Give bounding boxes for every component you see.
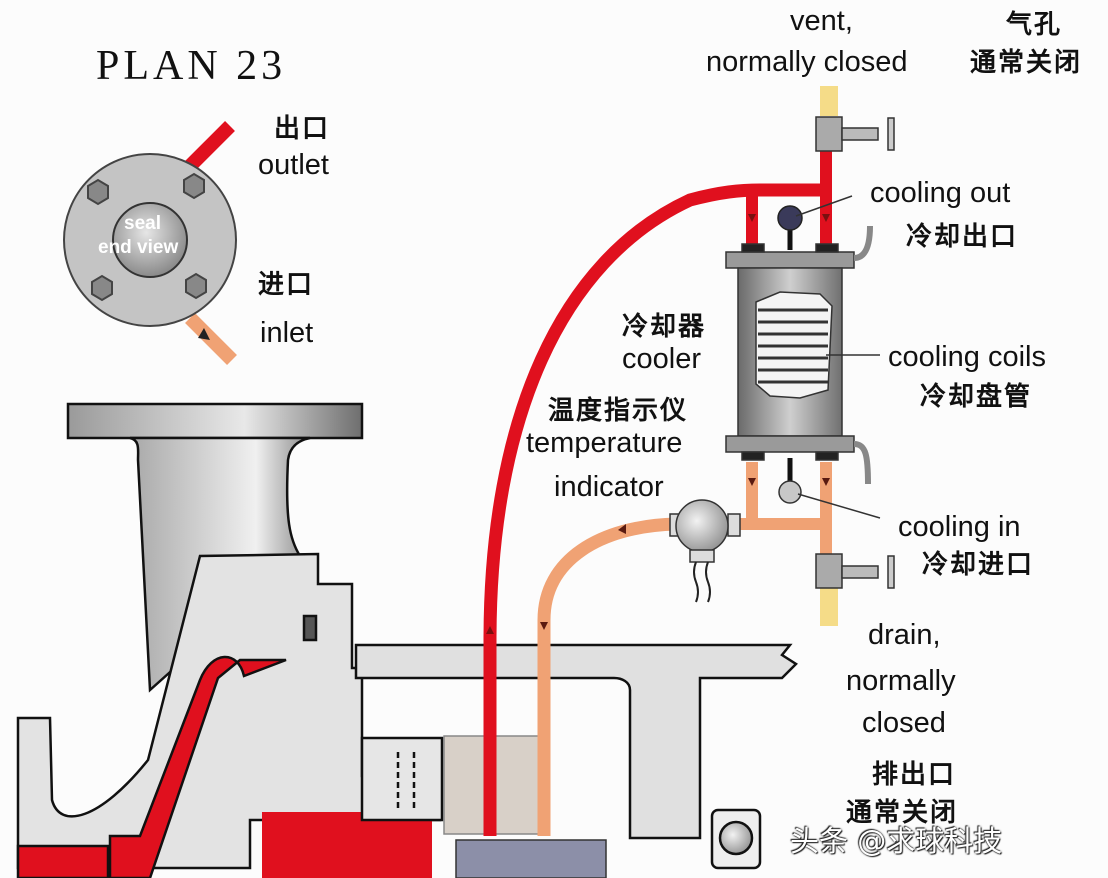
cooling-out-gauge-icon [777, 205, 803, 231]
vent-label-en-1: vent, [790, 5, 853, 37]
drain-valve-handle-icon [887, 555, 895, 589]
arrow-down-icon [748, 478, 756, 486]
pipe-fitting [815, 451, 839, 461]
impeller-red [108, 655, 287, 878]
temperature-indicator-label-zh: 温度指示仪 [548, 396, 689, 426]
vent-label-zh-1: 气孔 [1006, 10, 1063, 40]
pump-casing [16, 402, 442, 878]
temperature-indicator-label-en-1: temperature [526, 427, 683, 459]
pipe-fitting [815, 243, 839, 253]
cooler [725, 225, 873, 485]
vent-valve-stem [841, 127, 879, 141]
pipe-fitting [741, 451, 765, 461]
cooling-out-label-zh: 冷却出口 [906, 222, 1019, 252]
arrow-down-icon [822, 478, 830, 486]
drain-valve-stem [841, 565, 879, 579]
flow-arrow-icon [198, 328, 210, 340]
drain-label-zh-1: 排出口 [872, 760, 957, 790]
wear-ring [302, 614, 318, 642]
hot-return-line [483, 183, 826, 836]
vent-valve-handle-icon [887, 117, 895, 151]
vent-valve-body [815, 116, 843, 152]
bolt-icons [87, 172, 207, 302]
bearing-ball [718, 820, 754, 856]
drain-pipe [820, 588, 838, 626]
cooler-label-zh: 冷却器 [622, 312, 707, 342]
watermark: 头条 @求球科技 [790, 824, 1003, 858]
bolt-icon [185, 272, 207, 300]
bolt-icon [183, 172, 205, 200]
seal-end-view [63, 121, 237, 365]
shaft-red [262, 812, 432, 878]
casing-red-bottom [16, 844, 110, 878]
outlet-label-en: outlet [258, 149, 329, 181]
drain-valve [815, 553, 895, 589]
bolt-icon [91, 274, 113, 302]
drain-label-en-1: drain, [868, 619, 941, 651]
arrow-down-icon [748, 214, 756, 222]
cooling-coils-label-en: cooling coils [888, 341, 1046, 373]
drain-label-en-2: normally [846, 665, 956, 697]
temperature-indicator [669, 499, 741, 603]
arrow-down-icon [540, 622, 548, 630]
outlet-label-zh: 出口 [274, 114, 331, 144]
inlet-label-zh: 进口 [258, 270, 315, 300]
seal-housing [360, 736, 444, 822]
drain-valve-body [815, 553, 843, 589]
arrow-left-icon [618, 524, 626, 534]
flow-arrows [486, 214, 830, 634]
cooler-bottom-flange [725, 435, 855, 453]
cooling-coil-lines [758, 308, 828, 384]
page-title: PLAN 23 [96, 43, 287, 89]
cool-branch [724, 462, 832, 560]
cooling-in-gauge-icon [778, 480, 802, 504]
vent-valve [815, 116, 895, 152]
leader-lines [795, 195, 881, 519]
cooler-label-en: cooler [622, 343, 701, 375]
cool-supply-line [537, 517, 677, 836]
bearing-bracket [354, 643, 798, 840]
cooling-in-label-en: cooling in [898, 511, 1021, 543]
seal-label-1: seal [124, 213, 161, 234]
outlet-pipe [181, 121, 235, 175]
cooler-top-flange [725, 251, 855, 269]
cooling-coils-label-zh: 冷却盘管 [920, 382, 1033, 412]
vent-label-en-2: normally closed [706, 46, 908, 78]
arrow-up-icon [486, 626, 494, 634]
arrow-down-icon [822, 214, 830, 222]
cooler-bottom-hook [853, 441, 871, 485]
pipe-fitting [741, 243, 765, 253]
vent-pipe [820, 86, 838, 116]
cooler-top-hook [853, 225, 873, 261]
vent-label-zh-2: 通常关闭 [970, 48, 1083, 78]
discharge-flange [66, 402, 364, 440]
inlet-label-en: inlet [260, 317, 314, 349]
cooling-out-label-en: cooling out [870, 177, 1011, 209]
bolt-icon [87, 178, 109, 206]
seal-label-2: end view [98, 237, 179, 258]
drain-label-en-3: closed [862, 707, 946, 739]
cooling-in-label-zh: 冷却进口 [922, 550, 1035, 580]
inlet-pipe [185, 313, 237, 365]
temperature-indicator-label-en-2: indicator [554, 471, 664, 503]
drain-label-zh-2: 通常关闭 [846, 798, 959, 828]
thermometer-icon [675, 499, 729, 553]
seal-face [112, 202, 188, 278]
mechanical-seal [455, 839, 607, 878]
